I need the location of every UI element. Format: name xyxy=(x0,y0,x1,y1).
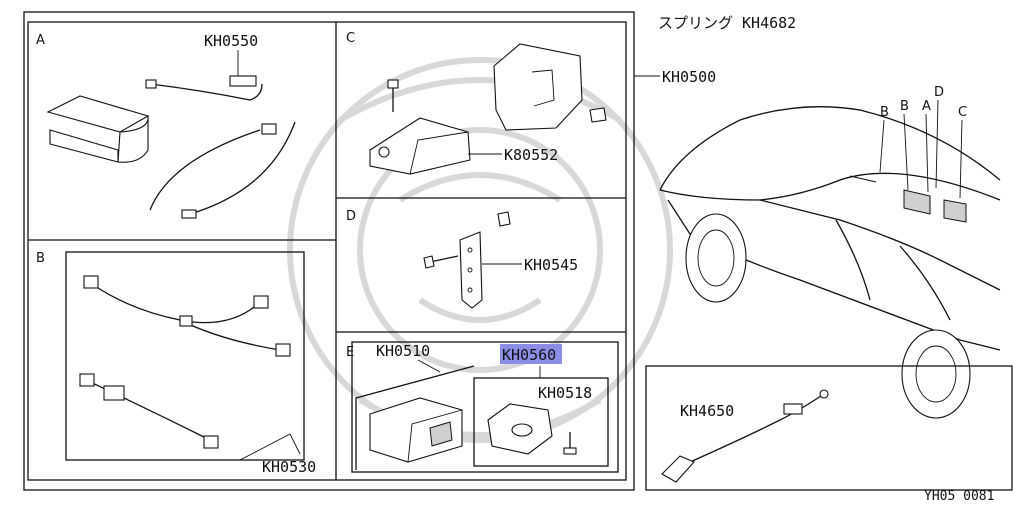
section-a-letter: A xyxy=(36,33,45,48)
section-d: D KH0545 xyxy=(346,209,578,309)
section-e: E KH0510 KH0560 KH0518 xyxy=(346,341,619,473)
part-label-kh0500[interactable]: KH0500 xyxy=(662,68,716,86)
actuator-motor-icon xyxy=(369,117,471,175)
callout-b-2: B xyxy=(900,99,909,114)
section-c-letter: C xyxy=(346,31,355,46)
section-e-letter: E xyxy=(346,345,354,360)
part-label-kh0560[interactable]: KH0560 xyxy=(502,346,556,364)
section-b: B KH0530 xyxy=(36,251,316,476)
lock-cable-icon xyxy=(79,373,219,449)
sensor-wire-icon xyxy=(145,75,263,101)
part-label-kh0530[interactable]: KH0530 xyxy=(262,458,316,476)
watermark-emblem xyxy=(287,57,673,443)
screw-icon xyxy=(387,79,607,123)
mount-bracket-icon xyxy=(423,211,511,309)
callout-a: A xyxy=(922,99,931,114)
cable-inset: KH4650 xyxy=(645,365,1013,491)
highlight-box xyxy=(500,344,562,364)
part-label-kh0545[interactable]: KH0545 xyxy=(524,256,578,274)
part-label-kh4650[interactable]: KH4650 xyxy=(680,402,734,420)
bracket-housing-icon xyxy=(493,43,583,131)
callout-d: D xyxy=(934,85,944,100)
section-d-letter: D xyxy=(346,209,356,224)
part-label-kh0518[interactable]: KH0518 xyxy=(538,384,592,402)
footer-code: YH05 0081 xyxy=(924,489,994,504)
part-label-kh4682[interactable]: スプリング KH4682 xyxy=(658,14,796,32)
callout-c: C xyxy=(958,105,967,120)
part-label-kh0510[interactable]: KH0510 xyxy=(376,342,430,360)
main-frame xyxy=(23,11,635,491)
long-cable-icon xyxy=(149,121,296,219)
part-label-kh0550[interactable]: KH0550 xyxy=(204,32,258,50)
section-b-letter: B xyxy=(36,251,45,266)
callout-b-1: B xyxy=(880,105,889,120)
rubber-pad-icon xyxy=(487,403,577,455)
car-illustration xyxy=(659,106,1001,419)
wire-harness-icon xyxy=(83,275,291,357)
car-callouts: B B A D C xyxy=(879,85,967,199)
section-c: C K80552 xyxy=(346,31,607,175)
part-label-k80552[interactable]: K80552 xyxy=(504,146,558,164)
control-unit-icon xyxy=(369,397,463,463)
pad-sheet-icon xyxy=(46,95,150,163)
section-a: A KH0550 xyxy=(36,32,296,219)
